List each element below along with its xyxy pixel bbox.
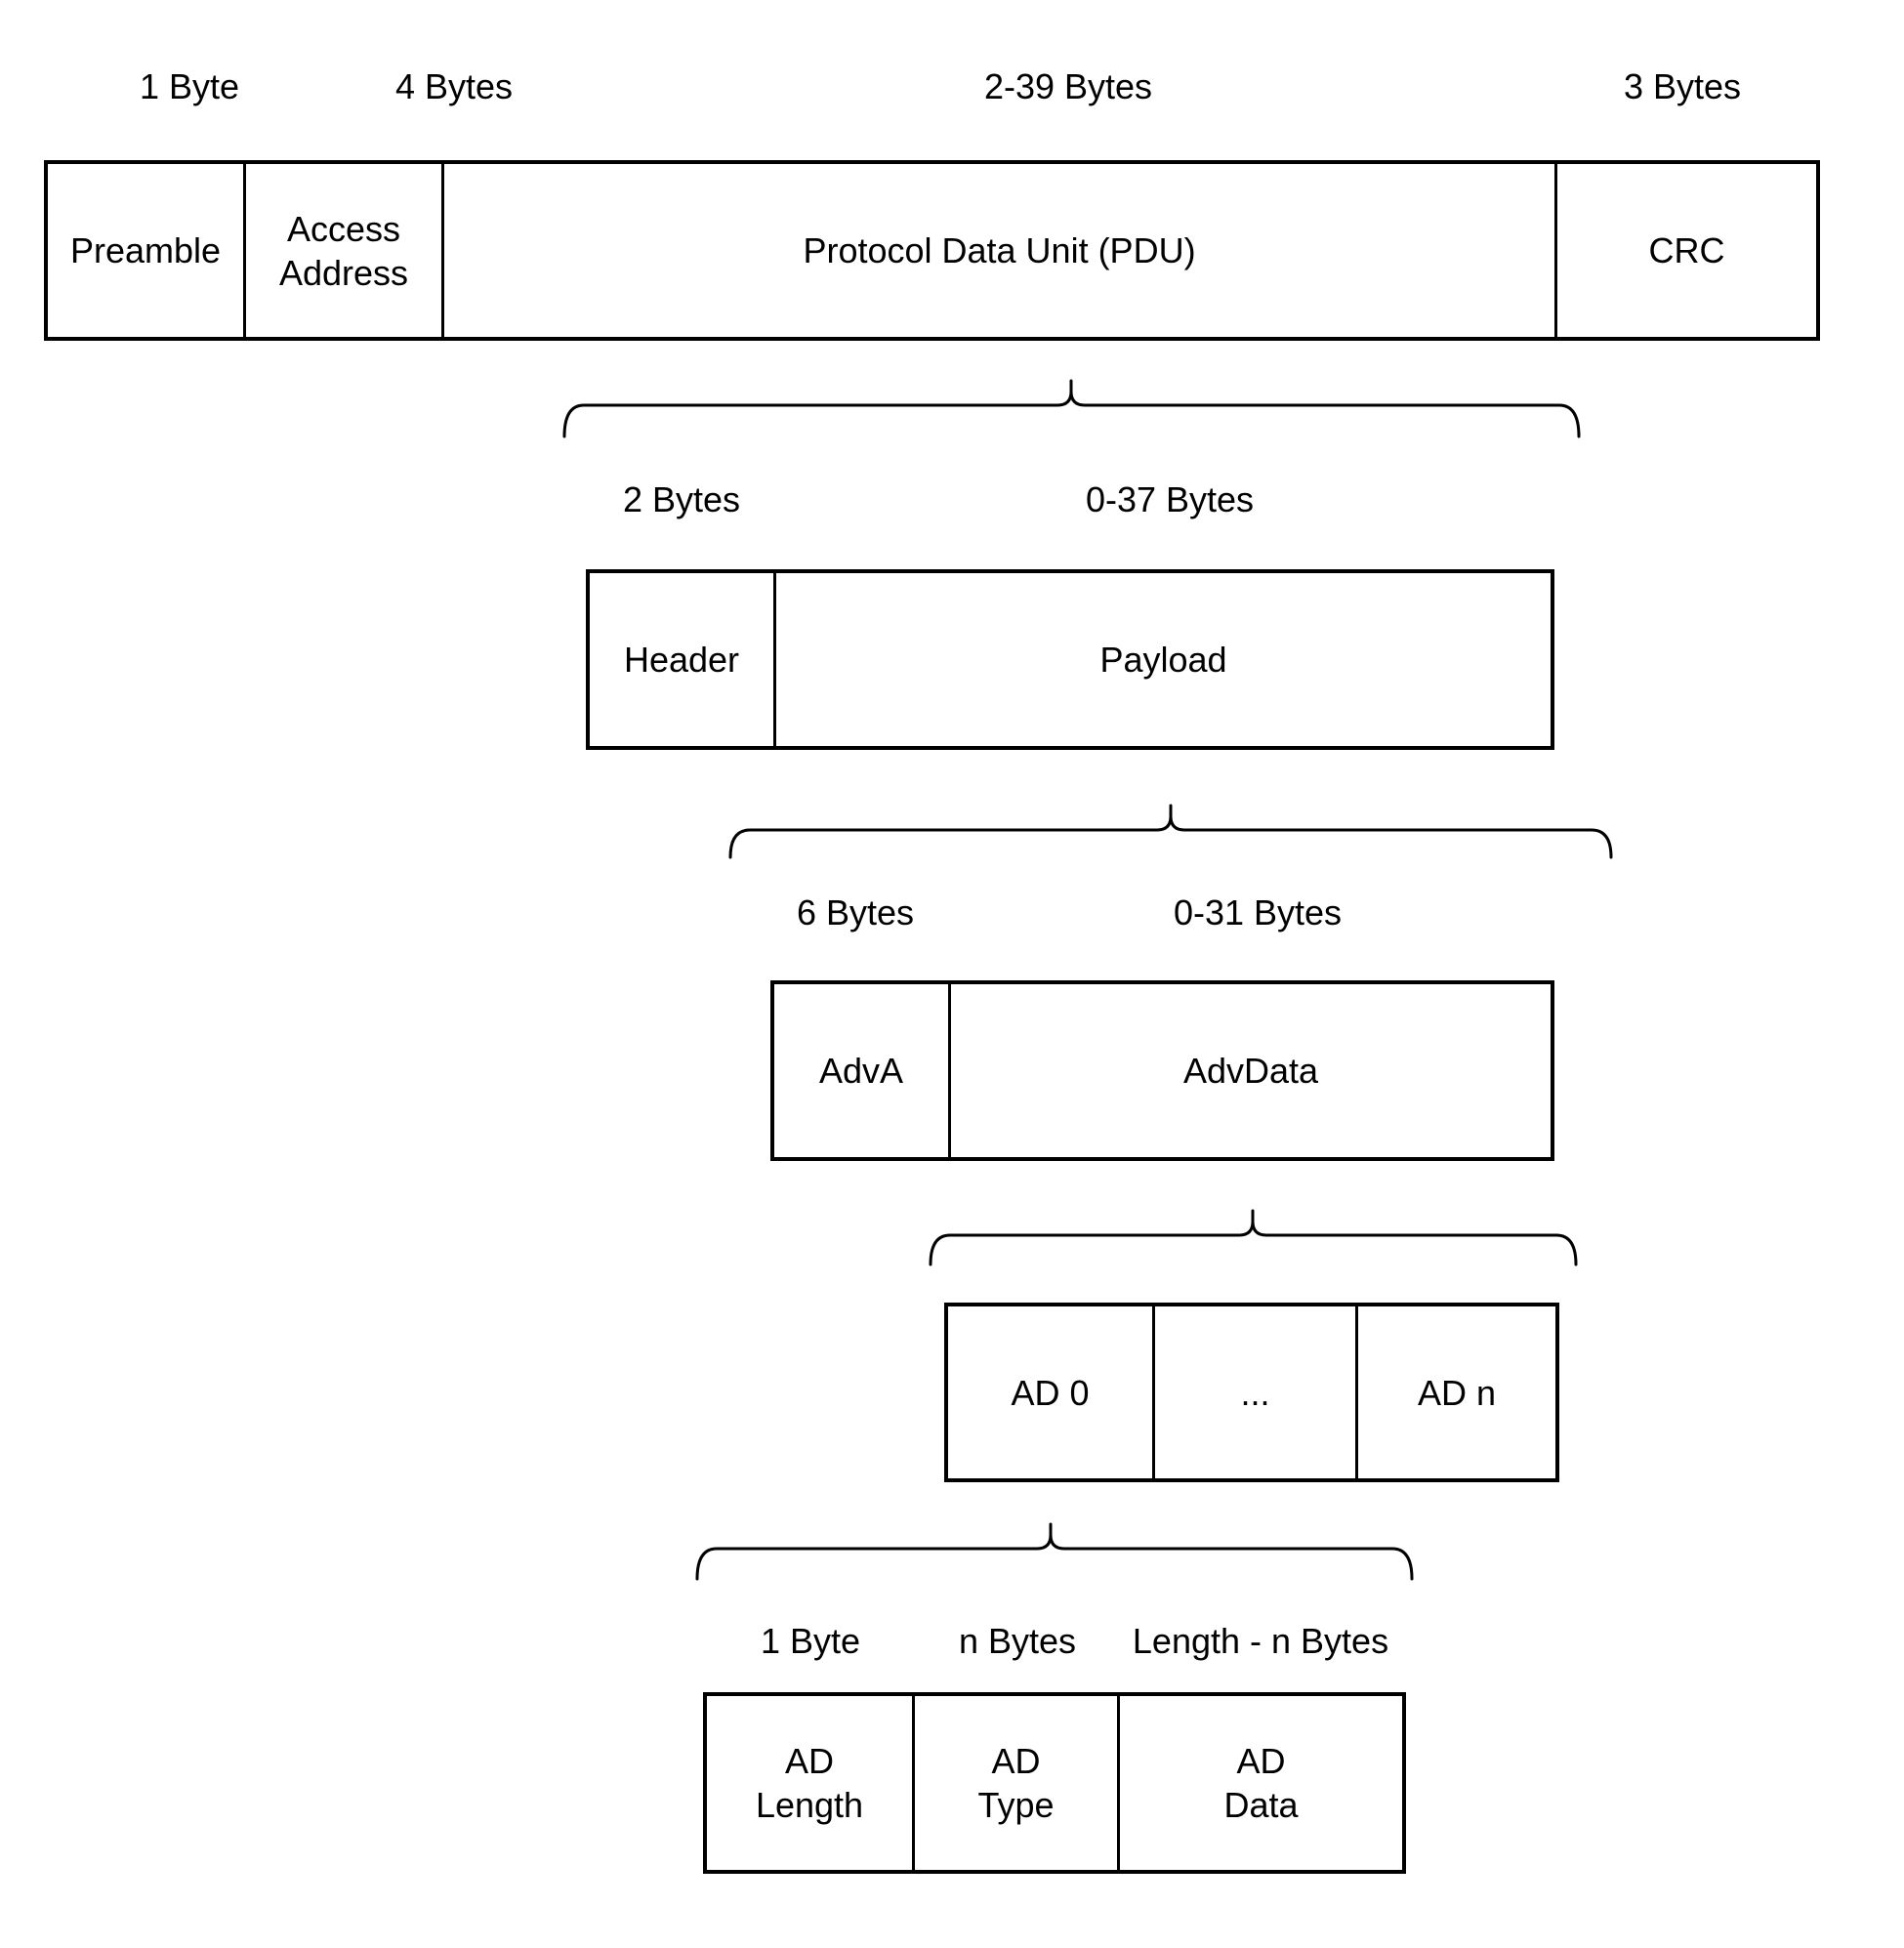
size-label-ad-data: Length - n Bytes	[1132, 1621, 1389, 1661]
cell-ad-n: AD n	[1355, 1306, 1555, 1478]
size-label-header: 2 Bytes	[622, 479, 741, 519]
advdata-row: AD 0 ... AD n	[944, 1303, 1559, 1482]
cell-access-address: Access Address	[243, 164, 441, 337]
size-label-preamble: 1 Byte	[139, 66, 240, 106]
pdu-row: Header Payload	[586, 569, 1554, 750]
size-label-access-address: 4 Bytes	[394, 66, 514, 106]
size-label-pdu: 2-39 Bytes	[983, 66, 1153, 106]
size-label-ad-type: n Bytes	[958, 1621, 1077, 1661]
payload-brace	[728, 804, 1613, 859]
cell-ad-length: AD Length	[755, 1741, 864, 1825]
cell-ad-0: AD 0	[1011, 1372, 1090, 1413]
pdu-brace	[562, 379, 1581, 438]
cell-crc: CRC	[1554, 164, 1816, 337]
cell-pdu: Protocol Data Unit (PDU)	[441, 164, 1554, 337]
ad-brace	[695, 1522, 1414, 1581]
cell-adva: AdvA	[818, 1051, 904, 1091]
payload-row: AdvA AdvData	[770, 980, 1554, 1161]
cell-ad-ellipsis: ...	[1152, 1306, 1355, 1478]
size-label-payload: 0-37 Bytes	[1085, 479, 1255, 519]
cell-payload: Payload	[773, 573, 1551, 746]
cell-ad-data: AD Data	[1117, 1696, 1402, 1870]
cell-preamble: Preamble	[69, 230, 222, 270]
cell-advdata: AdvData	[948, 984, 1551, 1157]
size-label-advdata: 0-31 Bytes	[1173, 892, 1343, 933]
cell-header: Header	[623, 640, 740, 680]
packet-row: Preamble Access Address Protocol Data Un…	[44, 160, 1820, 341]
size-label-crc: 3 Bytes	[1623, 66, 1742, 106]
advdata-brace	[929, 1209, 1578, 1266]
ad-structure-row: AD Length AD Type AD Data	[703, 1692, 1406, 1874]
size-label-adva: 6 Bytes	[796, 892, 915, 933]
size-label-ad-length: 1 Byte	[760, 1621, 861, 1661]
cell-ad-type: AD Type	[912, 1696, 1117, 1870]
